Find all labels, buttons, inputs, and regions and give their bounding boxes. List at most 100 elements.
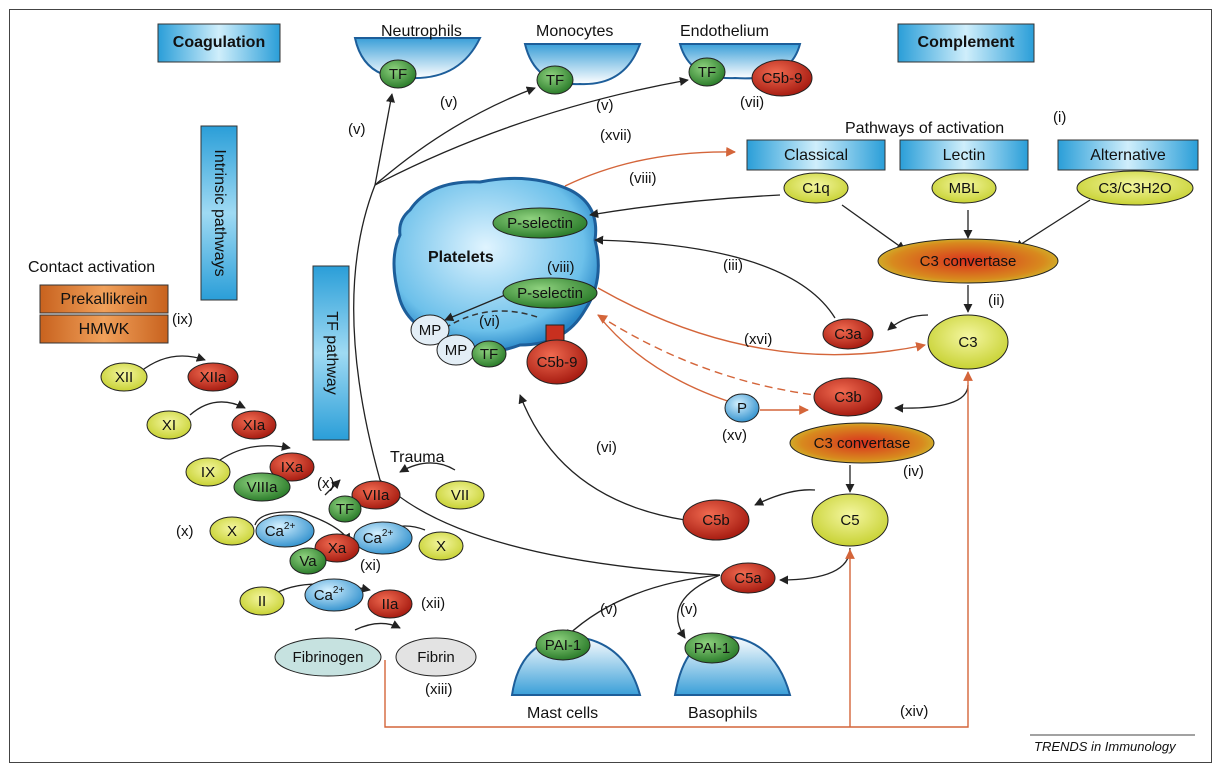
pai1-basophil: PAI-1 <box>684 632 740 664</box>
svg-text:Xa: Xa <box>328 540 347 557</box>
c5-node: C5 <box>811 493 889 547</box>
svg-text:C5b-9: C5b-9 <box>537 354 578 371</box>
svg-text:TF: TF <box>480 346 498 363</box>
svg-text:(ii): (ii) <box>988 292 1005 309</box>
svg-text:VIIIa: VIIIa <box>247 479 279 496</box>
svg-text:C3 convertase: C3 convertase <box>814 435 911 452</box>
svg-text:TF: TF <box>389 66 407 83</box>
svg-text:IXa: IXa <box>281 459 304 476</box>
svg-text:TF: TF <box>546 72 564 89</box>
hmwk-box: HMWK <box>39 314 169 344</box>
svg-text:(vi): (vi) <box>479 313 500 330</box>
svg-text:C5: C5 <box>840 512 859 529</box>
c5b9-platelet: C5b-9 <box>526 324 588 385</box>
xiia-node: XIIa <box>187 362 239 392</box>
tf-coag: TF <box>328 495 362 523</box>
svg-text:(v): (v) <box>680 601 698 618</box>
ca-node-2: Ca2+ <box>353 521 413 555</box>
pai1-mast: PAI-1 <box>535 629 591 661</box>
svg-text:(vi): (vi) <box>596 439 617 456</box>
mbl-node: MBL <box>931 172 997 204</box>
svg-text:TF: TF <box>698 64 716 81</box>
c5b-node: C5b <box>682 499 750 541</box>
svg-text:(xiv): (xiv) <box>900 703 928 720</box>
platelets-label: Platelets <box>428 249 494 266</box>
c3-convertase-lower: C3 convertase <box>789 422 935 464</box>
svg-text:PAI-1: PAI-1 <box>545 637 581 654</box>
svg-text:IX: IX <box>201 464 215 481</box>
xi-node: XI <box>146 410 192 440</box>
svg-text:Ca2+: Ca2+ <box>363 528 394 547</box>
ii-node: II <box>239 586 285 616</box>
svg-text:(viii): (viii) <box>547 259 575 276</box>
svg-text:C1q: C1q <box>802 180 830 197</box>
ca-node-1: Ca2+ <box>255 514 315 548</box>
svg-text:(xiii): (xiii) <box>425 681 453 698</box>
xia-node: XIa <box>231 410 277 440</box>
svg-text:C5a: C5a <box>734 570 762 587</box>
svg-text:Complement: Complement <box>918 34 1016 51</box>
svg-text:(xv): (xv) <box>722 427 747 444</box>
tf-platelet: TF <box>471 340 507 368</box>
svg-text:C5b: C5b <box>702 512 730 529</box>
svg-text:Neutrophils: Neutrophils <box>381 23 462 40</box>
c3a-node: C3a <box>822 318 874 350</box>
svg-text:Ca2+: Ca2+ <box>265 521 296 540</box>
svg-text:MP: MP <box>419 322 442 339</box>
c5b9-endothelium: C5b-9 <box>751 59 813 97</box>
xa-node: Xa <box>314 533 360 563</box>
x-node-left: X <box>209 516 255 546</box>
contact-activation-label: Contact activation <box>28 259 155 276</box>
tf-endothelium: TF <box>688 57 726 87</box>
intrinsic-pathways-box: Intrinsic pathways <box>200 125 238 301</box>
svg-text:(viii): (viii) <box>629 170 657 187</box>
viia-node: VIIa <box>351 480 401 510</box>
svg-text:(iii): (iii) <box>723 257 743 274</box>
svg-text:C3 convertase: C3 convertase <box>920 253 1017 270</box>
figure-frame <box>9 9 1212 763</box>
svg-text:C3/C3H2O: C3/C3H2O <box>1098 180 1171 197</box>
ixa-node: IXa <box>269 452 315 482</box>
svg-text:Ca2+: Ca2+ <box>314 585 345 604</box>
svg-text:Coagulation: Coagulation <box>173 34 265 51</box>
mp-node-2: MP <box>436 334 476 366</box>
orange-arrows <box>384 146 973 728</box>
svg-text:PAI-1: PAI-1 <box>694 640 730 657</box>
svg-text:Alternative: Alternative <box>1090 147 1166 164</box>
svg-text:MBL: MBL <box>949 180 980 197</box>
va-node: Va <box>289 547 327 575</box>
svg-text:IIa: IIa <box>382 596 399 613</box>
pathways-title: Pathways of activation <box>845 120 1004 137</box>
alternative-box: Alternative <box>1057 139 1199 171</box>
svg-text:(iv): (iv) <box>903 463 924 480</box>
tf-neutrophil: TF <box>379 59 417 89</box>
svg-text:Endothelium: Endothelium <box>680 23 769 40</box>
ix-node: IX <box>185 457 231 487</box>
svg-text:(xii): (xii) <box>421 595 445 612</box>
iia-node: IIa <box>367 589 413 619</box>
svg-text:(vii): (vii) <box>740 94 764 111</box>
svg-text:Intrinsic pathways: Intrinsic pathways <box>211 149 228 276</box>
svg-text:Fibrinogen: Fibrinogen <box>293 649 364 666</box>
fibrin-node: Fibrin <box>395 637 477 677</box>
svg-text:(i): (i) <box>1053 109 1066 126</box>
tf-pathway-box: TF pathway <box>312 265 350 441</box>
svg-text:C3a: C3a <box>834 326 862 343</box>
p-node: P <box>724 393 760 423</box>
journal-credit: TRENDS in Immunology <box>1034 739 1177 754</box>
complement-header: Complement <box>897 23 1035 63</box>
svg-text:TF pathway: TF pathway <box>323 311 340 395</box>
tf-monocyte: TF <box>536 65 574 95</box>
svg-text:XII: XII <box>115 369 133 386</box>
p-selectin-upper: P-selectin <box>492 207 588 239</box>
svg-text:Prekallikrein: Prekallikrein <box>60 291 147 308</box>
svg-text:Basophils: Basophils <box>688 705 757 722</box>
fibrinogen-node: Fibrinogen <box>274 637 382 677</box>
neutrophil-cell: Neutrophils <box>353 23 482 80</box>
svg-text:Classical: Classical <box>784 147 848 164</box>
svg-text:P-selectin: P-selectin <box>507 215 573 232</box>
c3-convertase-upper: C3 convertase <box>877 238 1059 284</box>
roman-annotations: (i) (ii) (iii) (iv) (v) (v) (v) (v) (v) … <box>172 94 1066 720</box>
svg-text:(xvii): (xvii) <box>600 127 632 144</box>
svg-text:Fibrin: Fibrin <box>417 649 455 666</box>
